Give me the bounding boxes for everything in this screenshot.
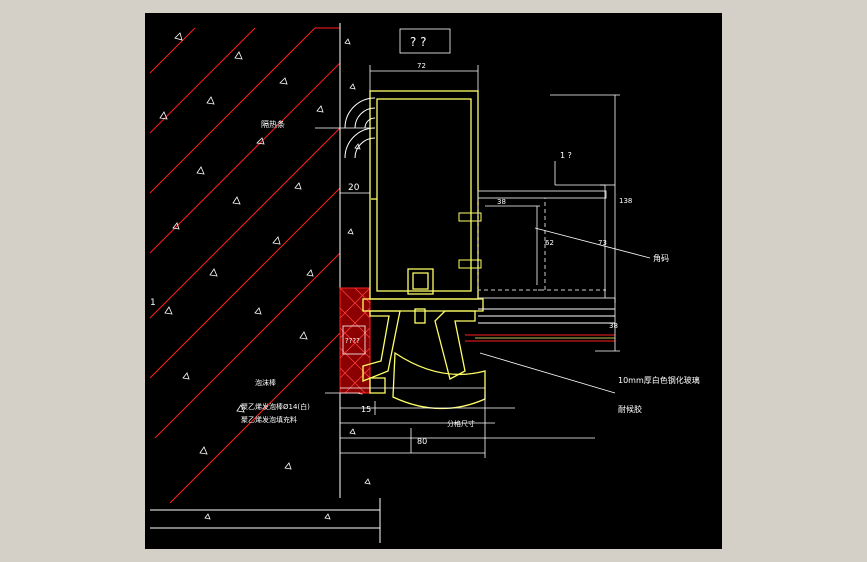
label-bracket: 角码	[653, 253, 669, 263]
steel-bracket	[477, 190, 615, 299]
dimension-62: 62	[545, 239, 554, 247]
box-text: ????	[345, 337, 360, 345]
section-drawing: ? ? 72 20 1 ? 38 62 138 73 38 隔热条 角码 10m…	[149, 23, 700, 543]
glass-panel	[465, 308, 615, 342]
label-sealant: 耐候胶	[618, 404, 642, 414]
label-glass: 10mm厚白色钢化玻璃	[618, 375, 700, 385]
label-insulation: 隔热条	[261, 119, 285, 129]
concrete-wall-hatch	[149, 27, 341, 504]
dimension-38-top: 38	[497, 198, 506, 206]
dimension-top: 72	[417, 62, 426, 70]
dimension-split: 分格尺寸	[447, 419, 475, 428]
dimension-73: 73	[598, 239, 607, 247]
dimension-38-right: 38	[609, 322, 618, 330]
wall-mark: 1	[150, 298, 156, 308]
cad-drawing-canvas: ? ? 72 20 1 ? 38 62 138 73 38 隔热条 角码 10m…	[145, 13, 722, 549]
dimension-lines	[315, 28, 651, 458]
note-line-2: 聚乙烯发泡填充料	[241, 415, 297, 424]
dimension-15: 15	[361, 405, 371, 414]
upper-right-tag: 1 ?	[560, 151, 572, 160]
aggregate-marks	[159, 32, 371, 520]
dimension-138: 138	[619, 197, 632, 205]
dimension-80: 80	[417, 437, 427, 446]
label-foam: 泡沫棒	[255, 378, 276, 387]
title-box-text: ? ?	[410, 35, 427, 49]
bolts	[458, 211, 482, 270]
wall-boundary	[150, 23, 381, 543]
note-line-1: 聚乙烯发泡棒Ø14(白)	[241, 402, 310, 411]
aluminium-frame-profile	[362, 90, 486, 410]
dimension-left: 20	[348, 183, 360, 193]
